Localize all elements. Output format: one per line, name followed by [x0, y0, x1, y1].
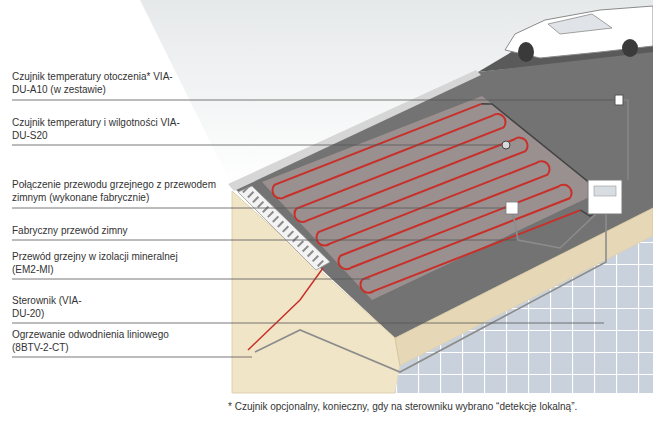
heated-area [262, 96, 600, 300]
car-wheel [518, 42, 534, 62]
supply-wire [255, 214, 606, 372]
controller-box [588, 180, 622, 214]
linear-drain [238, 186, 330, 270]
part-label: Połączenie przewodu grzejnego z przewode… [12, 178, 227, 204]
junction-box [506, 202, 518, 214]
car-window [548, 14, 612, 34]
car-wheel [622, 39, 638, 57]
leader-line [12, 357, 252, 358]
part-label: Przewód grzejny w izolacji mineralnej (E… [12, 250, 187, 276]
moisture-sensor [502, 141, 510, 149]
part-label: Sterownik (VIA-DU-20) [12, 294, 92, 320]
footnote: * Czujnik opcjonalny, konieczny, gdy na … [228, 400, 648, 413]
controller-display [594, 186, 616, 196]
ambient-sensor [615, 95, 623, 105]
sensor-wire [617, 100, 628, 180]
leader-line [12, 100, 614, 101]
leader-lines [12, 100, 614, 357]
leader-line [12, 208, 506, 209]
part-label: Czujnik temperatury i wilgotności VIA-DU… [12, 116, 187, 142]
part-label: Czujnik temperatury otoczenia* VIA-DU-A1… [12, 70, 187, 96]
part-label: Ogrzewanie odwodnienia liniowego (8BTV-2… [12, 328, 187, 354]
leader-line [12, 240, 516, 241]
leader-line [12, 323, 604, 324]
leader-line [12, 279, 370, 280]
cable-conduit [512, 208, 596, 248]
cold-lead [482, 104, 601, 192]
part-label: Fabryczny przewód zimny [12, 224, 187, 237]
drain-grating [245, 189, 323, 266]
leader-line [12, 145, 502, 146]
